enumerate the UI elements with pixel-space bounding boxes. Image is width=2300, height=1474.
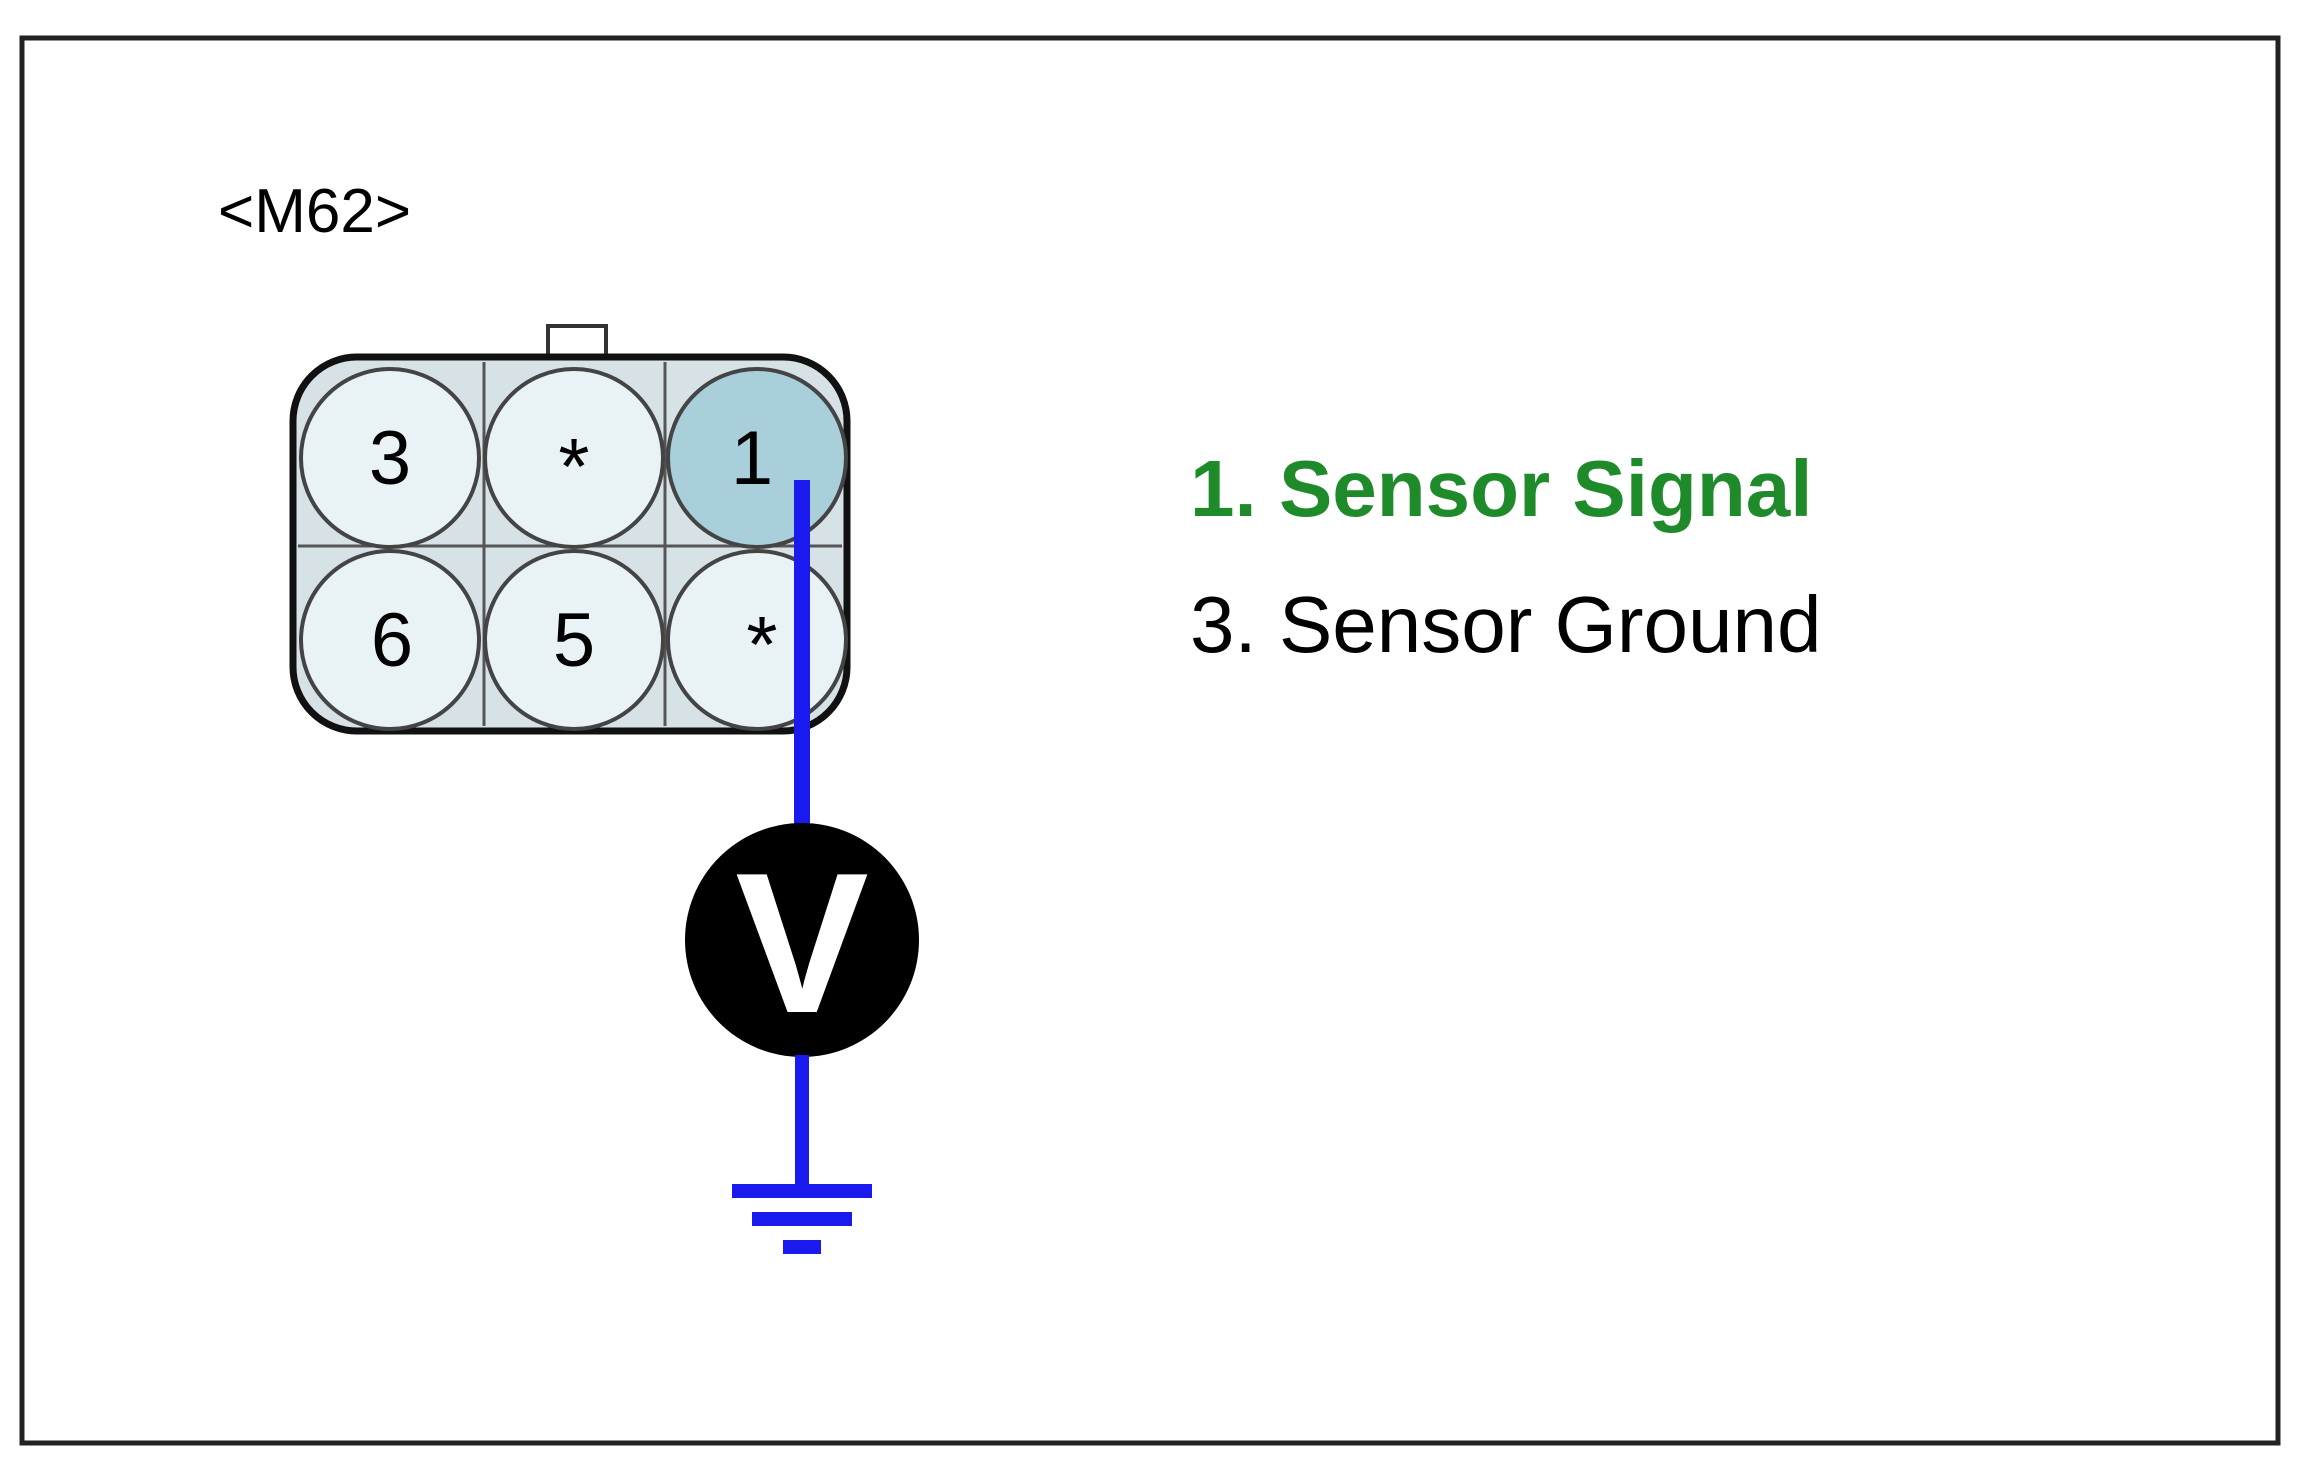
pin-label: * <box>558 422 589 511</box>
pin-3-cavity: 1 <box>666 367 848 549</box>
legend-item-sensor-signal: 1. Sensor Signal <box>1190 444 1812 533</box>
pin-legend: 1. Sensor Signal 3. Sensor Ground <box>1190 444 1821 669</box>
ground-icon <box>732 1184 872 1254</box>
frame-border <box>19 35 2281 1446</box>
legend-item-sensor-ground: 3. Sensor Ground <box>1190 580 1821 669</box>
pin-circle <box>299 549 481 731</box>
voltmeter-symbol: V <box>735 832 868 1055</box>
connector-label: <M62> <box>218 177 411 246</box>
pin-label: 6 <box>371 598 413 683</box>
pin-label: * <box>746 600 777 689</box>
pin-circle <box>483 549 665 731</box>
voltmeter: V <box>685 823 919 1057</box>
pin-label: 5 <box>553 598 595 683</box>
pin-label: 3 <box>369 416 411 501</box>
pin-4-cavity: 6 <box>299 549 481 731</box>
pin-circle <box>483 367 665 549</box>
pin-2-cavity: * <box>483 367 665 549</box>
pin-5-cavity: 5 <box>483 549 665 731</box>
pin-circle <box>299 367 481 549</box>
pin-6-cavity: * <box>666 549 848 731</box>
pin-label: 1 <box>731 416 773 501</box>
pin-1-cavity: 3 <box>299 367 481 549</box>
voltmeter-icon <box>685 823 919 1057</box>
